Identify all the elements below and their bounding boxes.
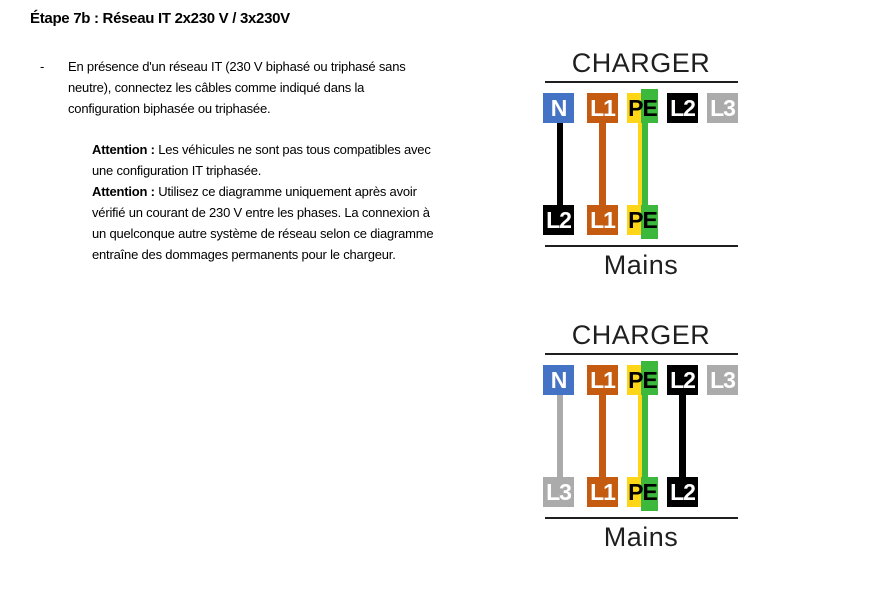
wiring-diagram-biphase: CHARGER N L1 PE L2 L3 L2 L1 PE Mains [543,48,739,280]
charger-label: CHARGER [571,320,711,350]
terminal-label: PE [628,94,658,121]
charger-label: CHARGER [571,48,711,78]
wire-l2-to-l2 [679,395,686,477]
attention-text-1: Les véhicules ne sont pas tous compatibl… [92,142,431,178]
mains-label: Mains [603,250,679,280]
terminal-label: L2 [670,94,696,121]
terminal-label: L2 [546,206,572,233]
attention-label-2: Attention : [92,184,155,199]
mains-terminal-l3: L3 [543,477,574,507]
terminal-label: L1 [590,478,616,505]
charger-terminal-l3: L3 [707,365,738,395]
terminal-label: PE [628,366,658,393]
charger-bus-line [545,81,738,83]
pe-green-tab [640,506,658,511]
charger-terminal-l2: L2 [667,93,698,123]
mains-terminal-pe: PE [627,205,658,239]
terminal-label: N [550,94,568,121]
terminal-label: N [550,366,568,393]
terminal-label: L1 [590,94,616,121]
bullet-text: En présence d'un réseau IT (230 V biphas… [68,59,406,116]
wire-pe-to-pe [638,395,648,477]
charger-terminal-pe: PE [627,89,658,123]
mains-bus-line [545,517,738,519]
charger-terminal-l1: L1 [587,365,618,395]
charger-terminal-n: N [543,93,574,123]
mains-terminal-l2: L2 [543,205,574,235]
terminal-label: L2 [670,366,696,393]
bullet-marker: - [40,59,45,74]
charger-terminal-pe: PE [627,361,658,395]
wiring-diagram-triphase: CHARGER N L1 PE L2 L3 L3 L1 PE L2 Mains [543,320,739,552]
wire-l1-to-l1 [599,395,606,477]
pe-green-tab [640,234,658,239]
terminal-label: L3 [546,478,572,505]
wire-pe-to-pe [638,123,648,205]
charger-terminal-l3: L3 [707,93,738,123]
mains-terminal-l2: L2 [667,477,698,507]
mains-label: Mains [603,522,679,552]
terminal-label: PE [628,206,658,233]
mains-terminal-l1: L1 [587,205,618,235]
mains-terminal-pe: PE [627,477,658,511]
attention-label-1: Attention : [92,142,155,157]
pe-green-tab [640,89,658,94]
attention-block: Attention : Les véhicules ne sont pas to… [92,139,452,265]
mains-terminal-l1: L1 [587,477,618,507]
terminal-label: L2 [670,478,696,505]
terminal-label: L3 [710,94,736,121]
charger-terminal-l1: L1 [587,93,618,123]
charger-terminal-l2: L2 [667,365,698,395]
pe-green-tab [640,361,658,366]
terminal-label: L1 [590,206,616,233]
charger-terminal-n: N [543,365,574,395]
mains-bus-line [545,245,738,247]
charger-bus-line [545,353,738,355]
attention-note-1: Attention : Les véhicules ne sont pas to… [92,139,452,181]
terminal-label: L3 [710,366,736,393]
attention-note-2: Attention : Utilisez ce diagramme unique… [92,181,452,265]
terminal-label: PE [628,478,658,505]
wire-n-to-l3 [557,395,563,477]
wire-l1-to-l1 [599,123,606,205]
page-title: Étape 7b : Réseau IT 2x230 V / 3x230V [30,10,290,27]
terminal-label: L1 [590,366,616,393]
wire-n-to-l2 [557,123,563,205]
attention-text-2: Utilisez ce diagramme uniquement après a… [92,184,434,262]
